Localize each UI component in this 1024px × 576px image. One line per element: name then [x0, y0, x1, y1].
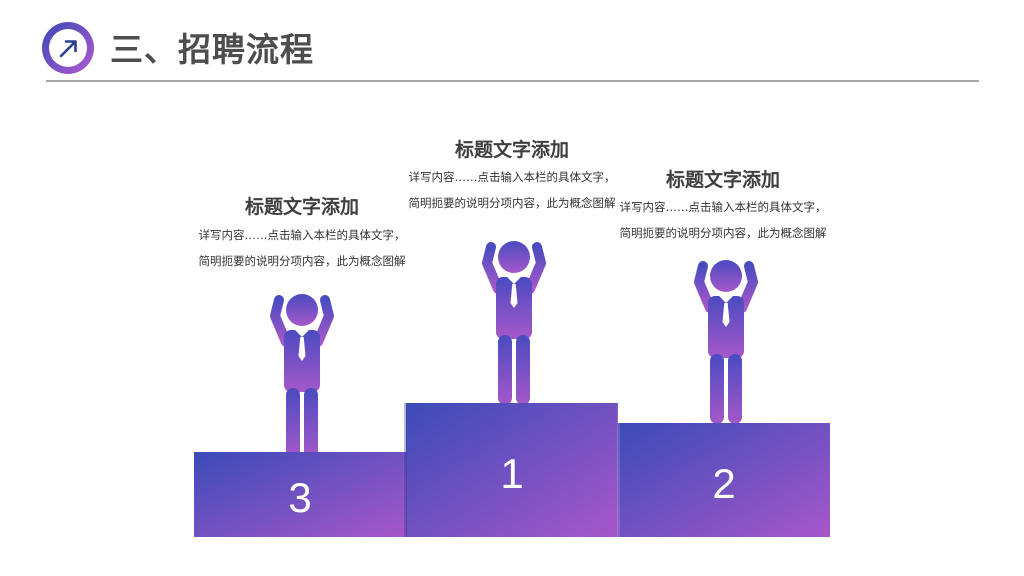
step-heading-second: 标题文字添加 [665, 169, 780, 191]
page-title: 三、招聘流程 [110, 30, 314, 69]
podium-block-third [194, 452, 406, 537]
podium-block-second [618, 423, 830, 537]
arrow-up-right-icon [42, 22, 94, 74]
title-divider [46, 80, 979, 82]
person-first-place [487, 241, 541, 405]
step-heading-third: 标题文字添加 [244, 196, 359, 218]
rank-number-first: 1 [500, 450, 523, 497]
person-third-place [275, 294, 329, 458]
step-description-second: 详写内容……点击输入本栏的具体文字，简明扼要的说明分项内容，此为概念图解 [619, 200, 827, 240]
rank-number-third: 3 [288, 474, 311, 521]
step-description-third: 详写内容……点击输入本栏的具体文字，简明扼要的说明分项内容，此为概念图解 [198, 228, 406, 268]
person-second-place [699, 260, 753, 424]
step-heading-first: 标题文字添加 [454, 139, 569, 161]
podium-block-first [406, 403, 618, 537]
step-description-first: 详写内容……点击输入本栏的具体文字，简明扼要的说明分项内容，此为概念图解 [408, 170, 616, 210]
rank-number-second: 2 [712, 460, 735, 507]
